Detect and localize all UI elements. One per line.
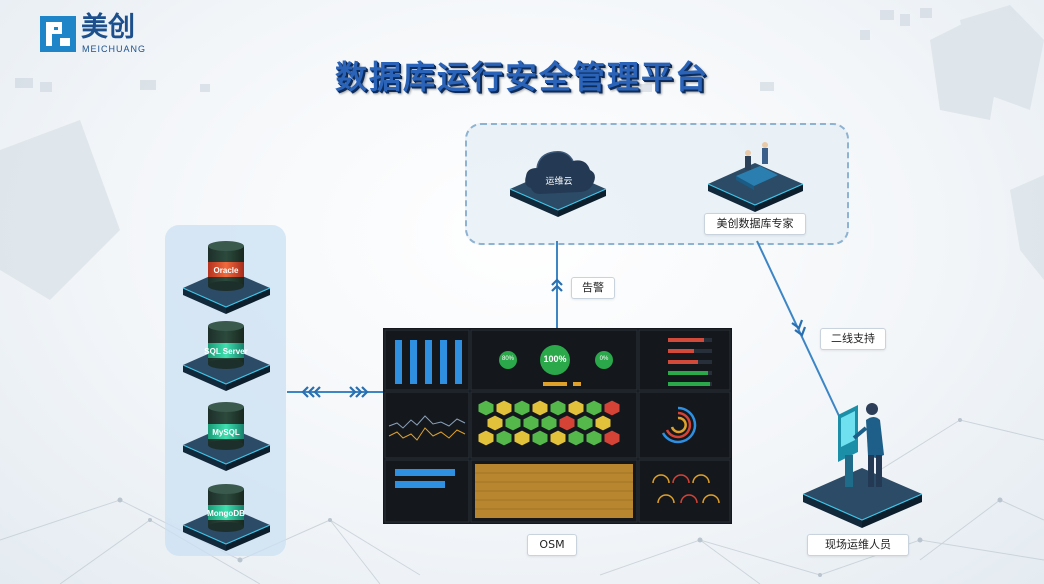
brand-name-en: MEICHUANG [82,44,147,54]
expert-desk-icon [707,142,804,212]
double-arrow-left-icon [301,386,321,398]
db-label-mongodb: MongoDB [207,509,245,518]
second-line-support-label: 二线支持 [820,328,886,350]
double-arrow-right-icon [349,386,369,398]
brand-mark-icon [40,16,76,52]
db-label-sqlserver: SQL Server [204,347,248,356]
onsite-operator-icon [802,403,923,528]
osm-label: OSM [527,534,577,556]
alarm-label: 告警 [571,277,615,299]
db-label-mysql: MySQL [212,428,240,437]
down-arrow-icon [791,319,807,337]
mongodb-database-icon [182,484,271,551]
expert-label: 美创数据库专家 [704,213,806,235]
cloud-platform-icon [509,151,607,217]
db-label-oracle: Oracle [213,266,239,275]
up-arrow-icon [551,278,563,292]
page-title: 数据库运行安全管理平台 [334,58,709,96]
brand-logo: 美创 MEICHUANG [40,12,160,58]
second-line-connector [756,240,841,419]
sqlserver-database-icon [182,321,271,391]
mysql-database-icon [182,402,271,471]
kpi-center-value: 100% [543,354,567,364]
kpi-right-value: 0% [599,356,609,362]
brand-name-cn: 美创 [81,12,135,43]
osm-dashboard: 100% 80% 0% [383,328,732,524]
cloud-node-label: 运维云 [545,177,573,187]
osm-dashboard-graphics [383,328,732,524]
oracle-database-icon [182,241,271,314]
kpi-left-value: 80% [501,356,514,362]
onsite-staff-label: 现场运维人员 [807,534,909,556]
